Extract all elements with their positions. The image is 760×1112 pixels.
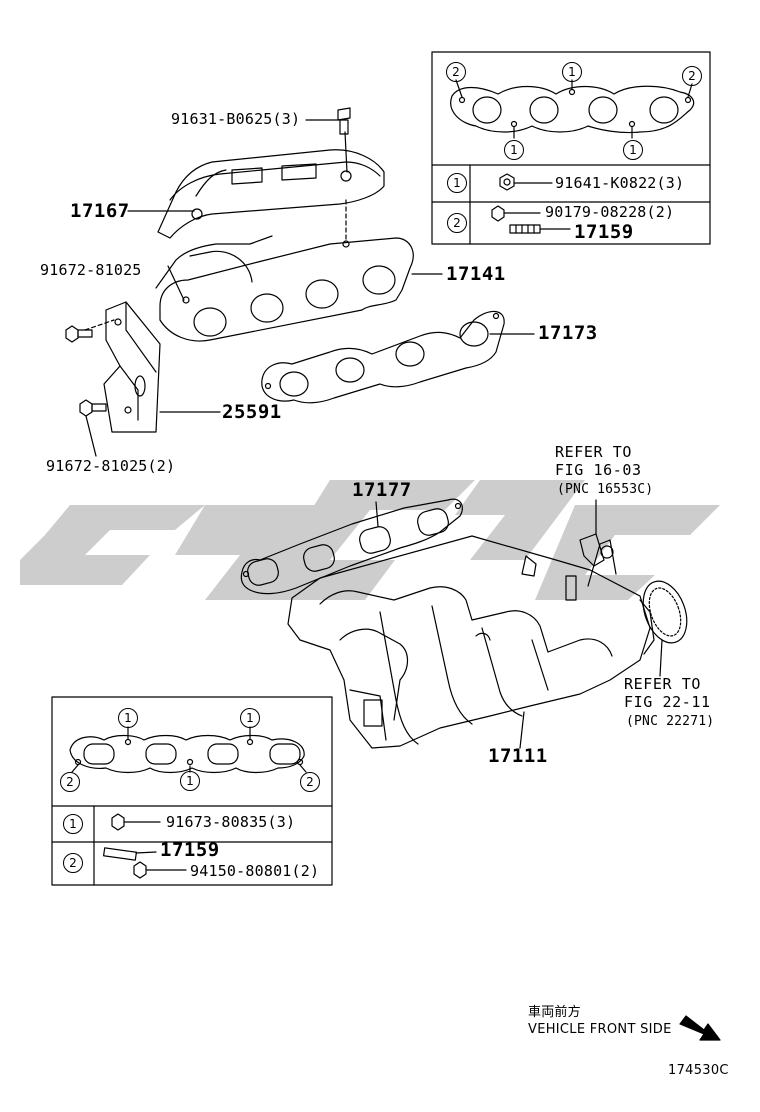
legend-top-gasket-c1-br: 1	[623, 140, 643, 160]
bracket	[65, 301, 161, 457]
legend-top-row1-part: 91641-K0822(3)	[555, 174, 685, 192]
legend-bottom-row2-part-a: 17159	[160, 839, 220, 861]
legend-box-bottom	[51, 696, 333, 886]
refer-22-11-line3: (PNC 22271)	[626, 714, 715, 729]
refer-16-03-line2: FIG 16-03	[555, 461, 642, 479]
legend-box-top	[431, 51, 711, 245]
part-17173: 17173	[538, 322, 598, 344]
legend-bottom-row1-part: 91673-80835(3)	[166, 813, 296, 831]
direction-japanese: 車両前方	[528, 1005, 581, 1020]
part-91631-B0625: 91631-B0625(3)	[171, 110, 301, 128]
legend-bottom-gasket-c2-right: 2	[300, 772, 320, 792]
refer-16-03-line3: (PNC 16553C)	[557, 482, 654, 497]
direction-english: VEHICLE FRONT SIDE	[528, 1022, 672, 1037]
part-17167: 17167	[70, 200, 130, 222]
part-91672-81025: 91672-81025	[40, 261, 142, 279]
legend-top-gasket-c2-left: 2	[446, 62, 466, 82]
legend-bottom-gasket-c1-center: 1	[180, 771, 200, 791]
exhaust-manifold	[155, 199, 414, 342]
leader-lines	[127, 119, 535, 749]
part-17141: 17141	[446, 263, 506, 285]
legend-top-gasket-c1-top: 1	[562, 62, 582, 82]
heat-insulator	[157, 107, 385, 239]
legend-top-row2-part-a: 90179-08228(2)	[545, 203, 675, 221]
figure-id: 174530C	[668, 1063, 729, 1078]
legend-bottom-row2-part-b: 94150-80801(2)	[190, 862, 320, 880]
part-25591: 25591	[222, 401, 282, 423]
legend-bottom-gasket-c1-right: 1	[240, 708, 260, 728]
legend-top-circle2-marker: 2	[447, 213, 467, 233]
legend-top-gasket-c1-bl: 1	[504, 140, 524, 160]
legend-bottom-circle1-marker: 1	[63, 814, 83, 834]
legend-top-gasket-c2-right: 2	[682, 66, 702, 86]
intake-gasket	[240, 498, 463, 595]
legend-bottom-circle2-marker: 2	[63, 853, 83, 873]
intake-manifold	[287, 499, 688, 749]
refer-22-11-line2: FIG 22-11	[624, 693, 711, 711]
part-17177: 17177	[352, 479, 412, 501]
legend-top-row2-part-b: 17159	[574, 221, 634, 243]
part-17111: 17111	[488, 745, 548, 767]
refer-22-11-line1: REFER TO	[624, 675, 702, 693]
legend-top-circle1-marker: 1	[447, 173, 467, 193]
front-direction-arrow	[679, 1015, 721, 1041]
part-91672-81025-2: 91672-81025(2)	[46, 457, 176, 475]
refer-16-03-line1: REFER TO	[555, 443, 633, 461]
exhaust-gasket	[261, 310, 505, 404]
legend-bottom-gasket-c1-left: 1	[118, 708, 138, 728]
legend-bottom-gasket-c2-left: 2	[60, 772, 80, 792]
